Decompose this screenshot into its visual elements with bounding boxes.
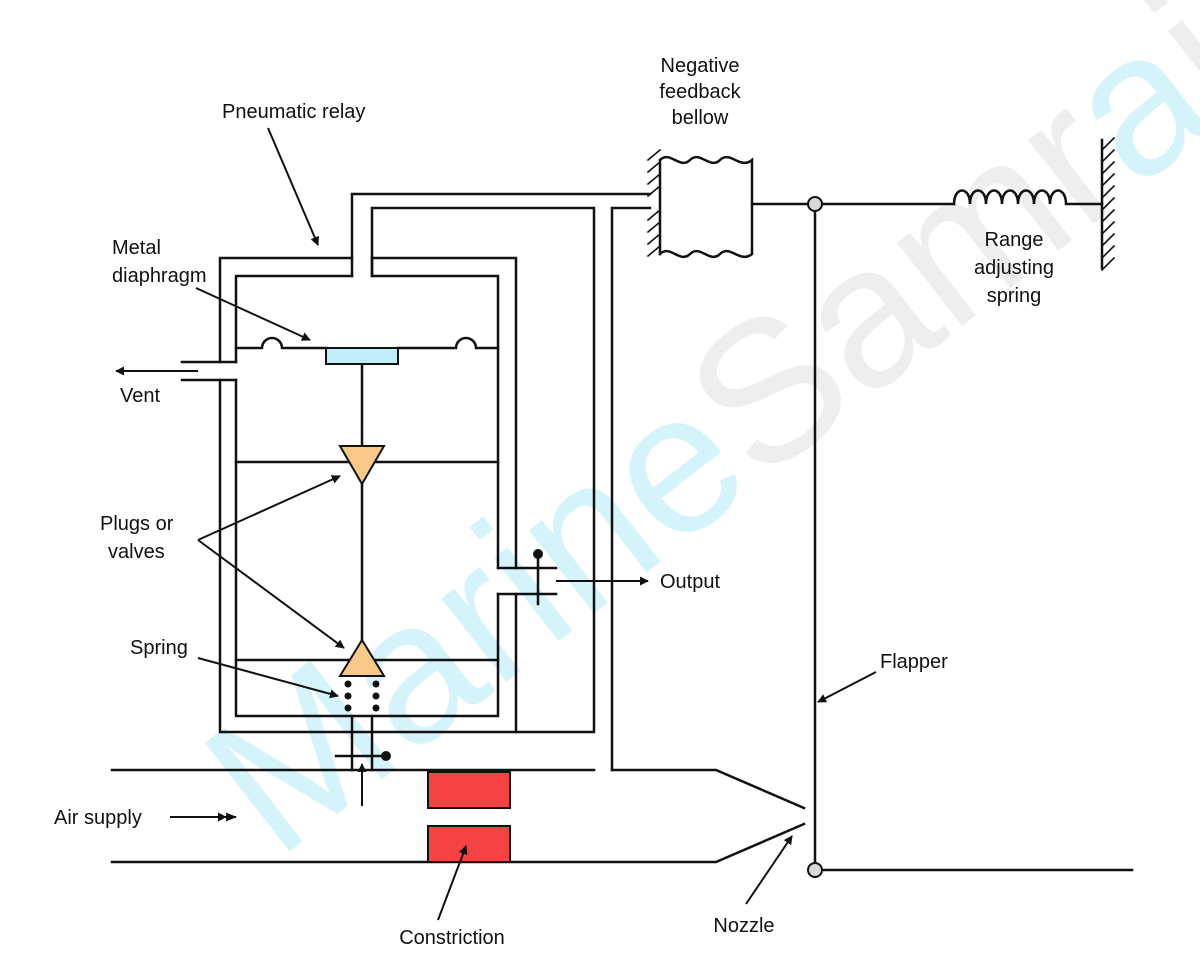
label-vent: Vent — [120, 385, 160, 407]
label-air-supply: Air supply — [54, 807, 142, 829]
label-negative-feedback-line3: bellow — [672, 107, 729, 129]
metal-diaphragm-arrow — [195, 287, 311, 341]
constriction-upper — [427, 771, 511, 809]
output-port — [496, 566, 558, 596]
label-plugs-line2: valves — [108, 541, 165, 563]
flapper-bottom-pivot — [807, 862, 823, 878]
watermark: MarineSamraj — [166, 0, 1200, 895]
constriction-arrow — [437, 845, 468, 921]
feedback-tube-outer — [350, 192, 652, 278]
label-range-spring-line1: Range — [985, 229, 1044, 251]
label-constriction: Constriction — [399, 927, 505, 949]
label-plugs-line1: Plugs or — [100, 513, 174, 535]
nozzle-upper-wall — [610, 768, 806, 810]
inlet-valve-knob — [381, 751, 391, 761]
flapper-top-pivot — [807, 196, 823, 212]
label-negative-feedback-line2: feedback — [659, 81, 741, 103]
label-metal-diaphragm-line2: diaphragm — [112, 265, 207, 287]
metal-diaphragm-plate — [325, 347, 399, 365]
label-range-spring-line3: spring — [987, 285, 1041, 307]
nozzle-arrow — [745, 835, 793, 905]
label-nozzle: Nozzle — [713, 915, 774, 937]
bellows-wall-hatch — [646, 148, 662, 258]
watermark-text-marine: Marine — [166, 343, 785, 895]
nozzle-tube — [610, 206, 652, 772]
pneumatic-relay-arrow — [267, 127, 319, 246]
metal-diaphragm-line — [234, 336, 500, 350]
output-valve-knob — [533, 549, 543, 559]
relay-outer-wall — [218, 206, 596, 734]
label-range-spring-line2: adjusting — [974, 257, 1054, 279]
spring-wall-hatch — [1100, 136, 1116, 272]
label-pneumatic-relay: Pneumatic relay — [222, 101, 365, 123]
air-supply-duct-bottom — [110, 822, 806, 864]
label-metal-diaphragm-line1: Metal — [112, 237, 161, 259]
constriction-lower — [427, 825, 511, 863]
range-spring-coils — [952, 189, 1104, 206]
relay-inlet — [350, 714, 374, 772]
label-negative-feedback-line1: Negative — [661, 55, 740, 77]
plugs-arrow-lower — [197, 539, 345, 649]
label-flapper: Flapper — [880, 651, 948, 673]
label-spring: Spring — [130, 637, 188, 659]
flapper-arrow — [817, 671, 877, 703]
vent-port — [180, 360, 238, 382]
plugs-arrow-upper — [197, 475, 341, 541]
feedback-bellows — [658, 155, 754, 259]
upper-valve-plug — [338, 445, 386, 486]
label-output: Output — [660, 571, 720, 593]
spring-dots — [344, 680, 380, 712]
svg-text:MarineSamraj: MarineSamraj — [166, 0, 1200, 895]
spring-arrow — [197, 657, 339, 699]
lower-valve-plug — [338, 638, 386, 677]
